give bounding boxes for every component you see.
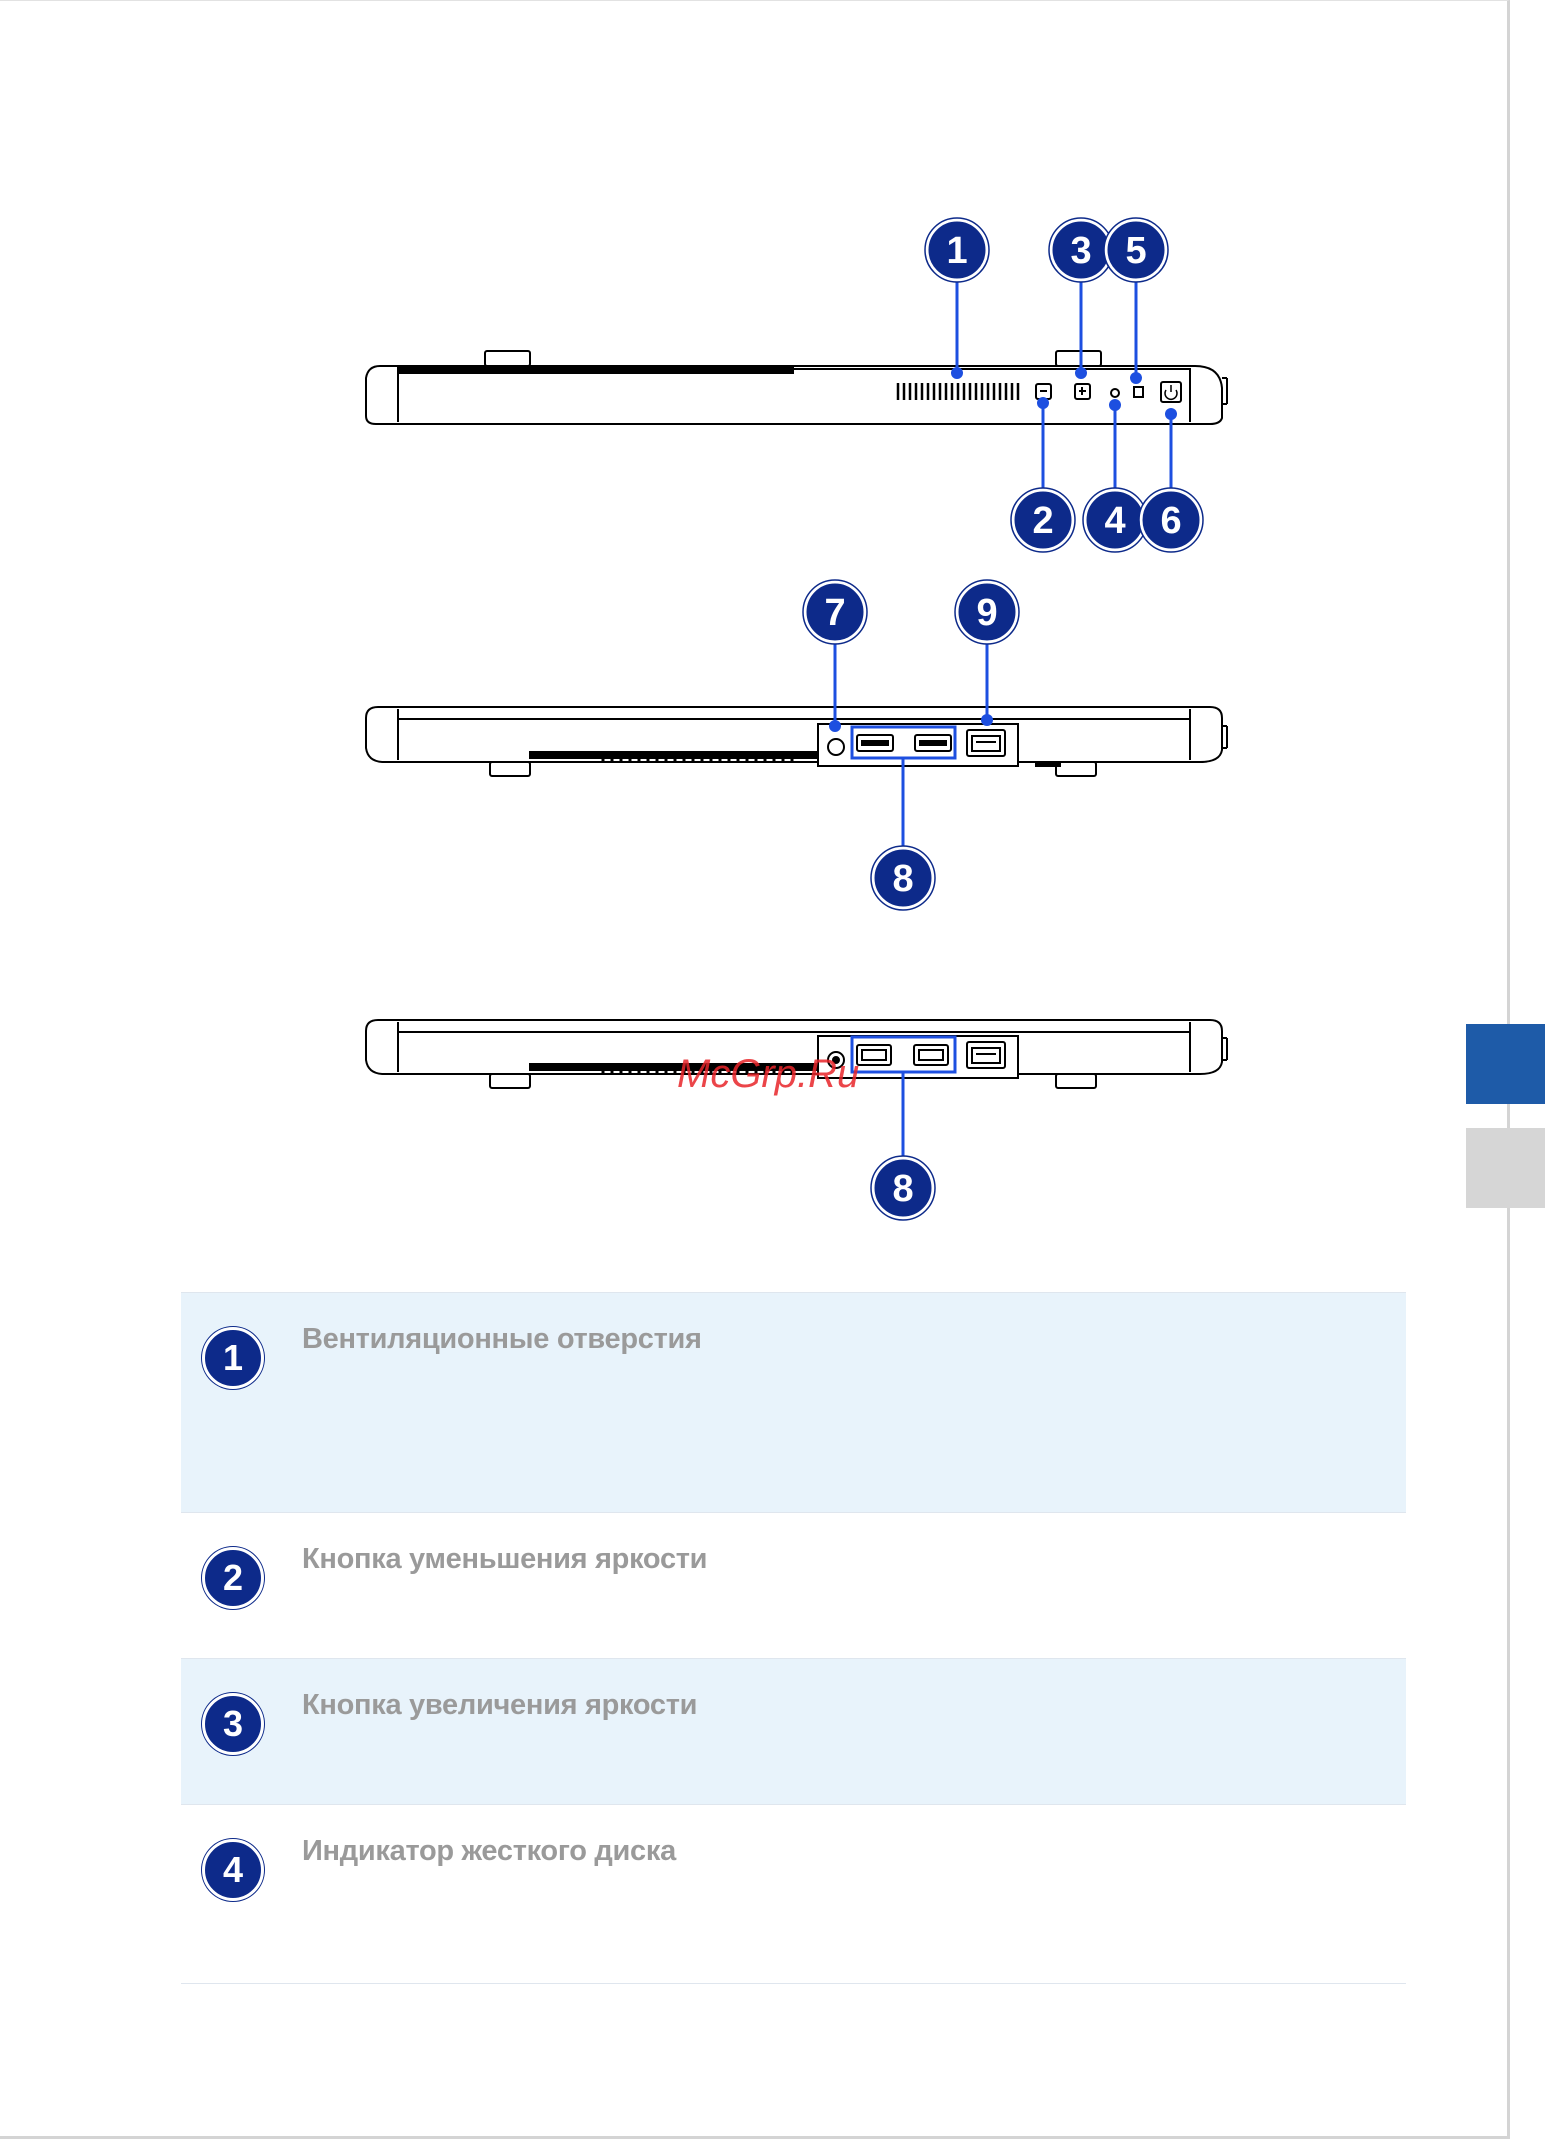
callout-8-front: 8 [871,846,935,910]
callout-5: 5 [1104,218,1168,282]
svg-text:5: 5 [1125,230,1146,272]
watermark: McGrp.Ru [677,1052,859,1097]
legend-row: 1 Вентиляционные отверстия [181,1292,1406,1512]
legend-label: Вентиляционные отверстия [302,1323,702,1356]
legend-number: 1 [202,1327,264,1389]
legend-number: 2 [202,1547,264,1609]
legend-row: 4 Индикатор жесткого диска [181,1804,1406,1984]
svg-text:2: 2 [1032,500,1053,542]
svg-text:1: 1 [946,230,967,272]
legend-number: 3 [202,1693,264,1755]
callout-7: 7 [803,580,867,644]
legend-row: 3 Кнопка увеличения яркости [181,1658,1406,1804]
svg-text:7: 7 [824,592,845,634]
legend-table: 1 Вентиляционные отверстия 2 Кнопка умен… [181,1292,1406,1984]
callout-9: 9 [955,580,1019,644]
svg-text:8: 8 [892,1168,913,1210]
device-front-view [366,707,1227,776]
legend-number: 4 [202,1839,264,1901]
callout-6: 6 [1139,488,1203,552]
svg-text:8: 8 [892,858,913,900]
legend-label: Кнопка увеличения яркости [302,1689,697,1722]
callout-8-back: 8 [871,1156,935,1220]
callout-2: 2 [1011,488,1075,552]
svg-text:3: 3 [1070,230,1091,272]
legend-row: 2 Кнопка уменьшения яркости [181,1512,1406,1658]
callout-1: 1 [925,218,989,282]
device-top-view [366,351,1227,424]
svg-text:4: 4 [1104,500,1125,542]
svg-text:9: 9 [976,592,997,634]
legend-label: Индикатор жесткого диска [302,1835,676,1868]
svg-text:6: 6 [1160,500,1181,542]
legend-label: Кнопка уменьшения яркости [302,1543,707,1576]
callout-4: 4 [1083,488,1147,552]
